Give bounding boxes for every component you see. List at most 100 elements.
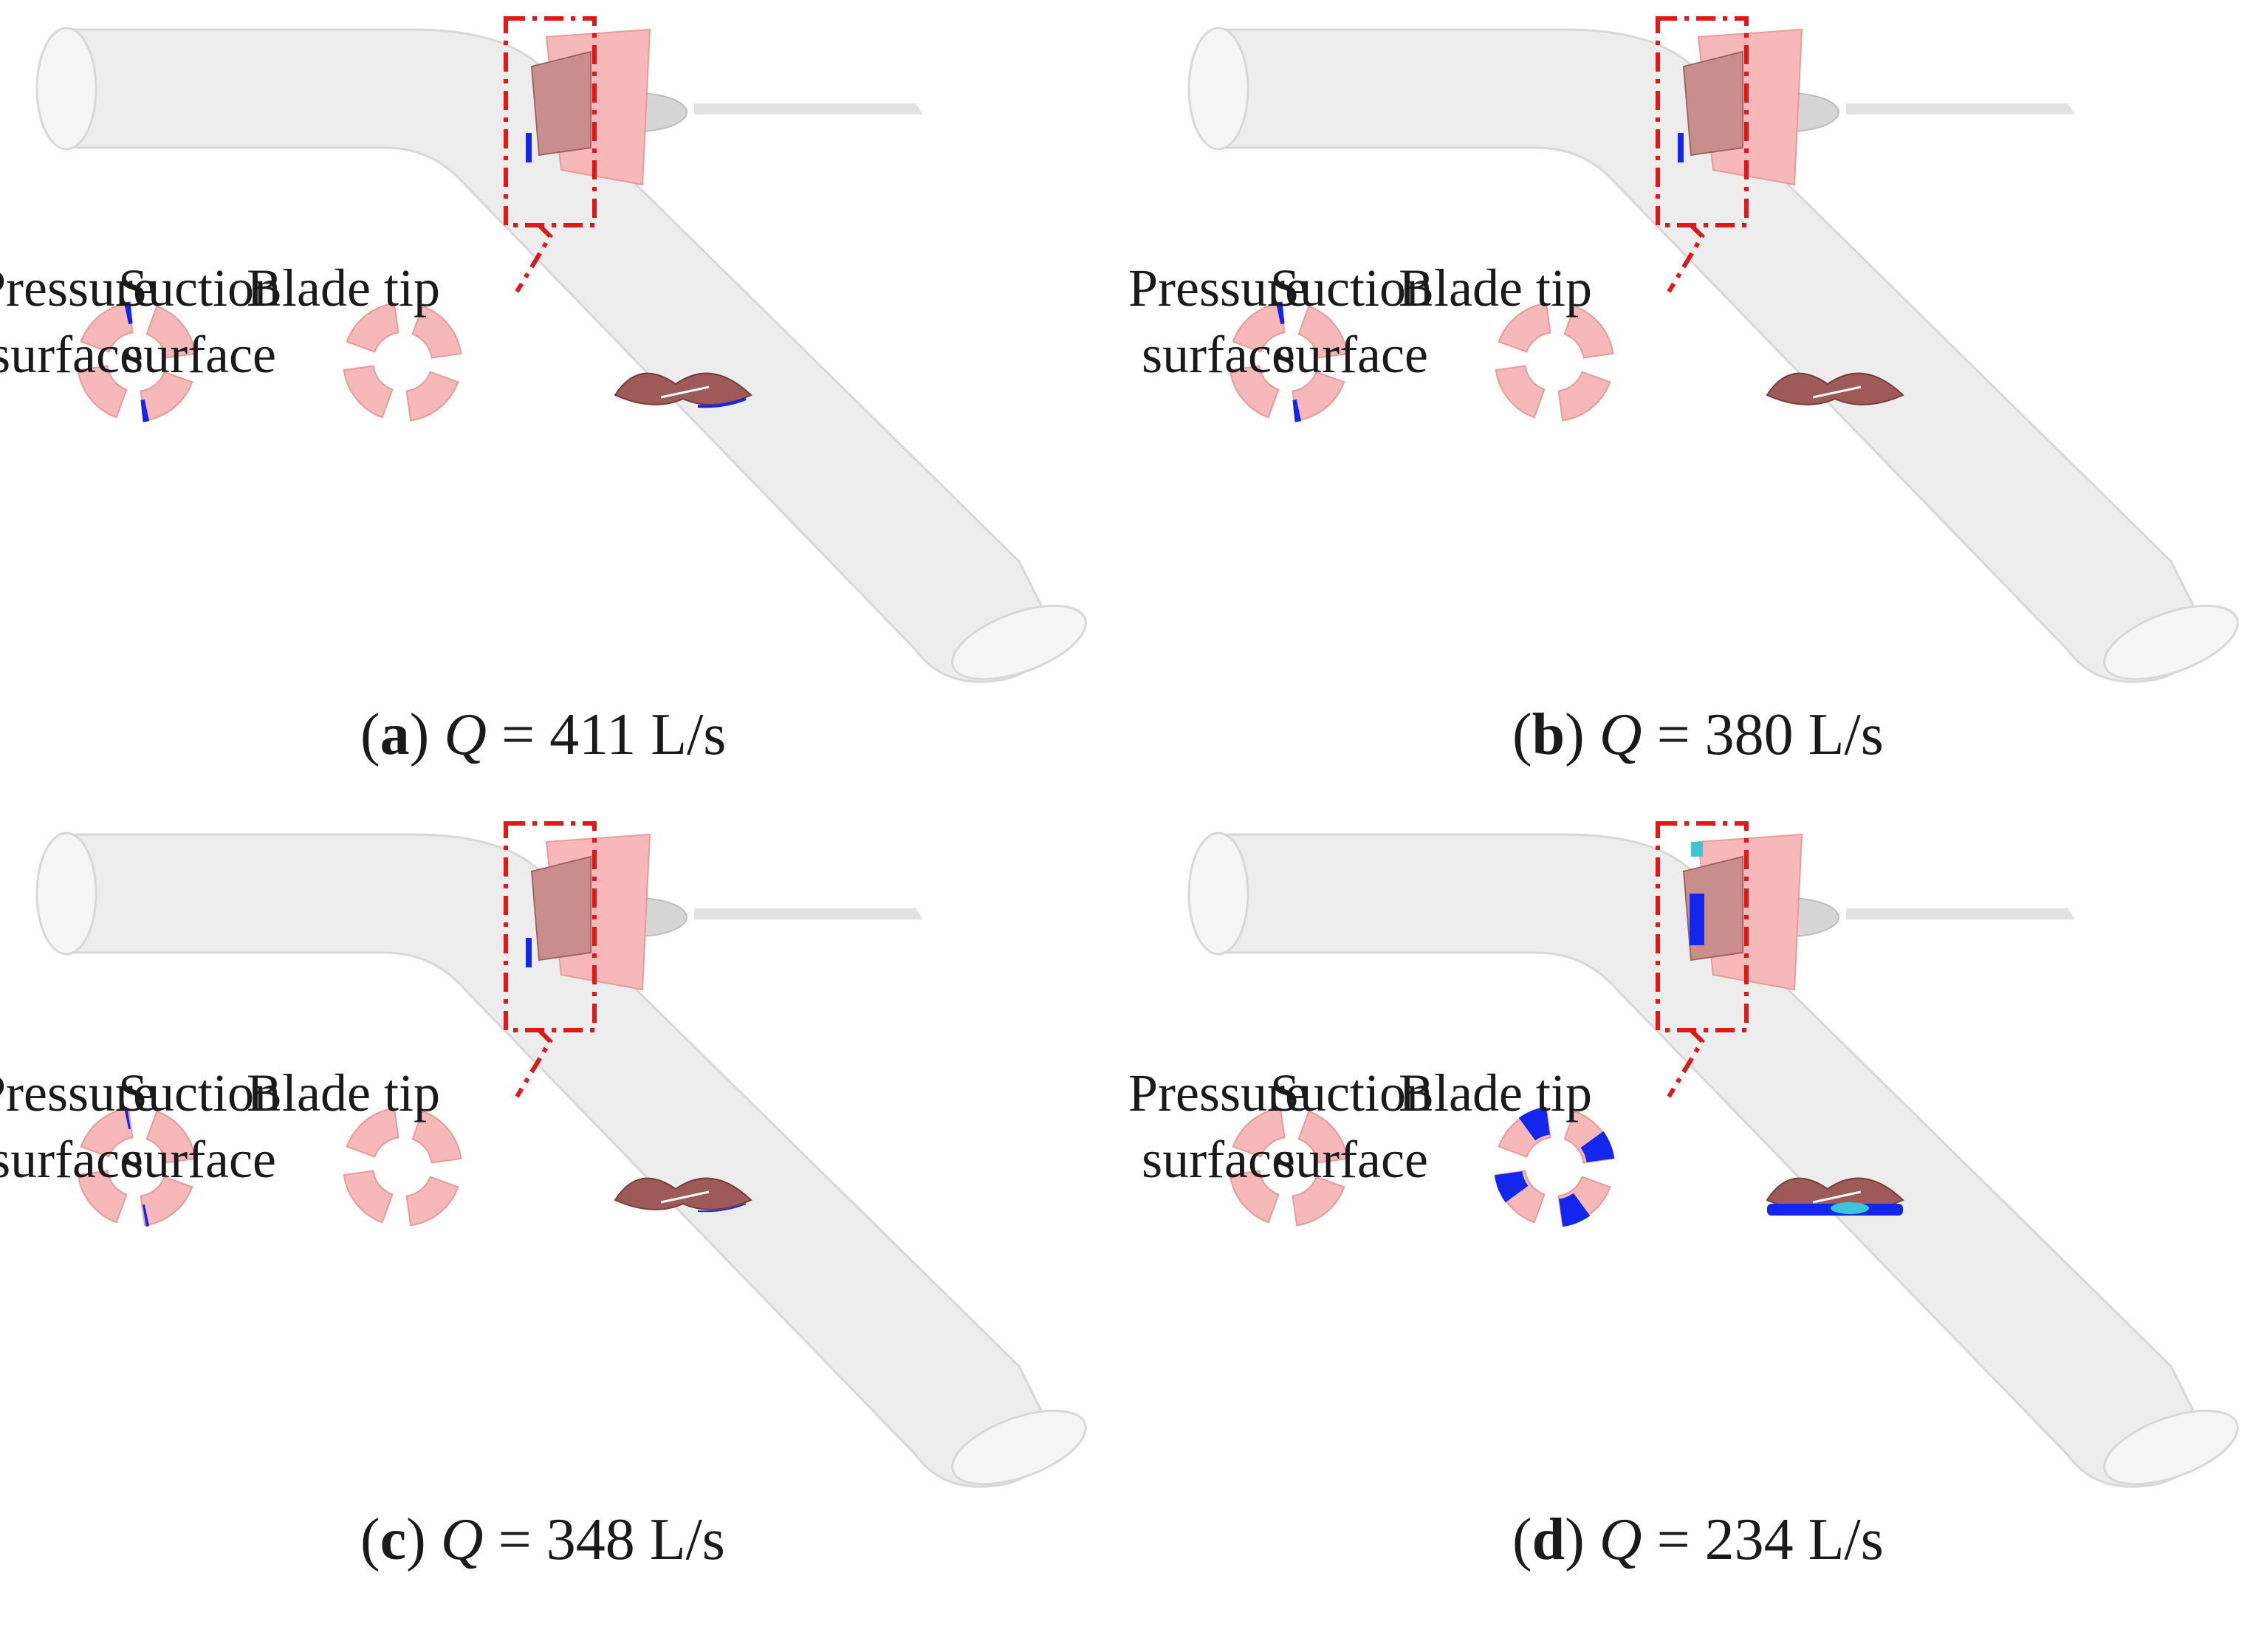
pressure-surface-blade (1297, 305, 1348, 359)
pipe-inlet (35, 27, 97, 151)
suction-surface-blade (411, 305, 462, 359)
blade-tip-shape (614, 1177, 752, 1210)
suction-surface-impeller (1495, 302, 1614, 422)
scene-group (1187, 16, 2239, 683)
blade-tip-shape (1766, 372, 1904, 405)
shaft (1846, 103, 2075, 114)
blade-tip-view (1766, 372, 1904, 405)
flow-symbol: Q (440, 1507, 484, 1572)
pressure-surface-cavity-streak (123, 301, 133, 325)
suction-surface-blade (405, 371, 459, 422)
pressure-surface-cavity-streak (123, 1107, 131, 1130)
pressure-surface-impeller (1229, 301, 1348, 422)
pipe-inlet (35, 832, 97, 956)
suction-surface-cavity-region (1559, 1193, 1591, 1227)
suction-surface-blade (1563, 305, 1614, 359)
suction-surface-blade (405, 1176, 459, 1227)
pressure-surface-blade (1229, 1170, 1280, 1224)
blade-tip-view (614, 1177, 752, 1213)
pump-scene (1187, 821, 2239, 1488)
blade-tip-highlight (1812, 1190, 1862, 1204)
blade-tip-label: Blade tip (247, 1063, 440, 1123)
blade-tip-label: Blade tip (1399, 258, 1592, 318)
scene-group (35, 16, 1087, 683)
blade-tip-cavity (697, 1203, 747, 1213)
pressure-surface-cavity-streak (1292, 399, 1302, 422)
impeller-blade-dark (530, 855, 591, 962)
impeller-in-pipe (526, 833, 651, 991)
suction-surface-cavity-region (1518, 1106, 1550, 1141)
suction-surface-blade (343, 1170, 394, 1224)
suction-surface-blade (1557, 371, 1611, 422)
pressure-surface-impeller (77, 1107, 196, 1227)
suction-surface-blade (343, 365, 394, 419)
pipe-inlet (1187, 27, 1249, 151)
pressure-surface-blade (77, 1170, 128, 1224)
suction-surface-blade (1495, 365, 1546, 419)
panel-letter: c (380, 1507, 407, 1572)
panel-caption: (d) Q = 234 L/s (1512, 1507, 1884, 1572)
pump-scene (35, 16, 1087, 683)
impeller-cavity (526, 133, 532, 162)
pressure-surface-blade (1229, 365, 1280, 419)
pressure-surface-impeller (1229, 1107, 1348, 1227)
blade-tip-cavity (697, 397, 747, 408)
pressure-surface-blade (145, 1110, 196, 1164)
highlight-box (504, 821, 597, 1032)
pressure-surface-blade (145, 305, 196, 359)
shaft (694, 103, 923, 114)
scene-group (1187, 821, 2239, 1488)
scene-group (35, 821, 1087, 1488)
shaft (1846, 908, 2075, 919)
impeller-blade-dark (1682, 50, 1743, 157)
highlight-box (504, 16, 597, 227)
blade-tip-view (614, 372, 752, 408)
pressure-surface-cavity-streak (140, 399, 150, 422)
blade-tip-shape (614, 372, 752, 405)
blade-tip-highlight (660, 1190, 710, 1204)
panel-caption: (c) Q = 348 L/s (360, 1507, 725, 1572)
impeller-cavity (1690, 894, 1704, 945)
impeller-cavity (526, 938, 532, 967)
pressure-surface-impeller (77, 301, 196, 422)
suction-surface-impeller (343, 1107, 462, 1227)
suction-surface-impeller (343, 302, 462, 422)
blade-tip-label: Blade tip (247, 258, 440, 318)
pressure-surface-blade (1232, 1107, 1286, 1158)
pressure-surface-blade (1297, 1110, 1348, 1164)
pressure-surface-cavity-streak (1275, 301, 1285, 325)
suction-surface-blade (411, 1110, 462, 1164)
pipe-outlet (2103, 604, 2239, 681)
shaft (694, 908, 923, 919)
pipe-body (1187, 27, 2239, 683)
flow-value: = 411 L/s (501, 702, 727, 767)
highlight-box (1656, 821, 1749, 1032)
leader-line (515, 223, 553, 293)
flow-value: = 380 L/s (1656, 702, 1884, 767)
flow-value: = 348 L/s (498, 1507, 725, 1572)
panel-letter: d (1532, 1507, 1565, 1572)
pipe-inlet (1187, 832, 1249, 956)
panel-letter: b (1532, 702, 1565, 767)
suction-surface-blade (1498, 302, 1551, 353)
pressure-surface-blade (80, 1107, 134, 1158)
pressure-surface-blade (77, 365, 128, 419)
suction-surface-blade (346, 302, 399, 353)
pipe-outlet (951, 1409, 1087, 1486)
pipe-outlet (2103, 1409, 2239, 1486)
pressure-surface-blade (1292, 1176, 1345, 1227)
panel-caption: (b) Q = 380 L/s (1512, 702, 1884, 767)
highlight-box (1656, 16, 1749, 227)
flow-symbol: Q (444, 702, 487, 767)
pump-scene (1187, 16, 2239, 683)
